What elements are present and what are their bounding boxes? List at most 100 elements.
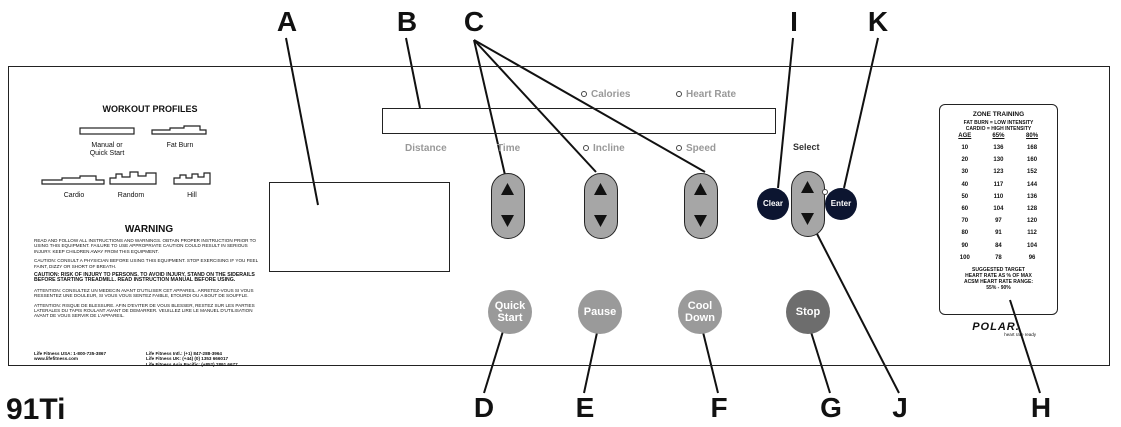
warning-text-1: READ AND FOLLOW ALL INSTRUCTIONS AND WAR… [34,238,256,254]
contact-asia: Life Fitness Asia Pacific: (+852) 2891 6… [146,361,238,367]
zone-header-row: AGE 65% 80% [948,132,1049,140]
stop-button[interactable]: Stop [786,290,830,334]
fat-burn-label: Fat Burn [166,142,194,149]
heart-rate-label: Heart Rate [686,89,737,100]
select-down-arrow [801,213,814,225]
leader-f [701,327,719,394]
incline-rocker[interactable] [584,173,618,239]
quick-start-label-2: Start [497,312,523,324]
leader-c1 [473,39,506,176]
leader-a [285,37,319,206]
time-label: Time [497,143,521,154]
cool-down-label-1: Cool [687,300,713,312]
zone-row: 90 84 104 [948,240,1049,252]
workout-profiles-title: WORKOUT PROFILES [102,104,198,114]
warning-text-2: CAUTION: CONSULT A PHYSICIAN BEFORE USIN… [34,258,258,269]
zone-age: 90 [961,242,969,249]
zone-65: 91 [995,230,1002,237]
zone-65: 123 [993,169,1004,176]
reading-window [269,182,450,272]
model-name: 91Ti [6,393,66,426]
speed-rocker[interactable] [684,173,718,239]
leader-b [405,37,421,109]
zone-footer: SUGGESTED TARGET HEART RATE AS % OF MAX … [948,267,1049,291]
zone-header-65: 65% [992,133,1005,139]
enter-led [822,189,828,195]
zone-80: 144 [1027,181,1038,188]
contact-uk: Life Fitness UK: (+44) (0) 1353 666017 [146,356,229,362]
distance-label: Distance [405,143,447,154]
leader-e [583,327,599,394]
zone-age: 40 [961,181,969,188]
callout-e: E [575,392,595,423]
enter-button[interactable]: Enter [825,188,857,220]
clear-button-label: Clear [762,199,783,208]
time-rocker-arrows [501,183,514,227]
incline-label: Incline [593,143,625,154]
contact-right: Life Fitness Intl.: (+1) 847-288-3964 Li… [146,351,238,367]
zone-age: 20 [961,157,969,164]
speed-rocker-arrows [694,183,707,227]
zone-80: 104 [1027,242,1038,249]
speed-indicator: Speed [676,143,716,154]
leader-k [843,37,879,189]
manual-profile-label: Manual or [91,142,123,149]
leader-g [810,331,831,394]
incline-rocker-arrows [594,183,607,227]
zone-training-subtitle-2: CARDIO = HIGH INTENSITY [965,126,1032,132]
display-window [382,108,776,134]
callout-i: I [790,6,798,37]
pause-button[interactable]: Pause [578,290,622,334]
select-up-arrow [801,181,814,193]
clear-button[interactable]: Clear [757,188,789,220]
leader-i [777,37,794,189]
callout-b: B [396,6,418,37]
incline-down-arrow [594,215,607,227]
select-rocker-arrows [801,181,814,225]
leader-h [1009,299,1041,394]
callout-c: C [463,6,485,37]
speed-up-arrow [694,183,707,195]
zone-80: 120 [1027,218,1038,225]
select-rocker[interactable] [791,171,825,237]
polar-tagline: heart rate ready [1004,332,1036,337]
contact-website: www.lifefitness.com [34,356,78,362]
warning-text-4: ATTENTION: CONSULTEZ UN MEDECIN AVANT D'… [34,287,254,299]
contact-left: Life Fitness USA: 1-800-735-3867 www.lif… [34,351,106,362]
hill-profile-icon [173,172,211,185]
zone-80: 128 [1027,206,1038,213]
zone-65: 84 [995,242,1002,249]
callout-a: A [276,6,298,37]
calories-label: Calories [591,89,631,100]
calories-led [581,91,587,98]
zone-training-title: ZONE TRAINING [972,111,1025,118]
manual-profile-label-2: Quick Start [89,150,125,157]
zone-80: 136 [1027,193,1038,200]
zone-65: 136 [993,145,1004,152]
zone-65: 117 [993,181,1004,188]
warning-title: WARNING [124,224,174,235]
zone-header-80: 80% [1026,133,1039,139]
leader-c3 [473,39,706,173]
callout-f: F [710,392,728,423]
zone-header-age: AGE [958,133,972,139]
fat-burn-profile-icon [151,125,207,135]
heart-rate-indicator: Heart Rate [676,89,736,100]
leader-c2 [473,39,597,173]
profile-icons [41,125,211,185]
contact-usa: Life Fitness USA: 1-800-735-3867 [34,351,106,356]
time-rocker[interactable] [491,173,525,239]
workout-profiles: WORKOUT PROFILES [40,104,260,114]
leader-d [483,327,505,394]
zone-age: 60 [961,206,969,213]
